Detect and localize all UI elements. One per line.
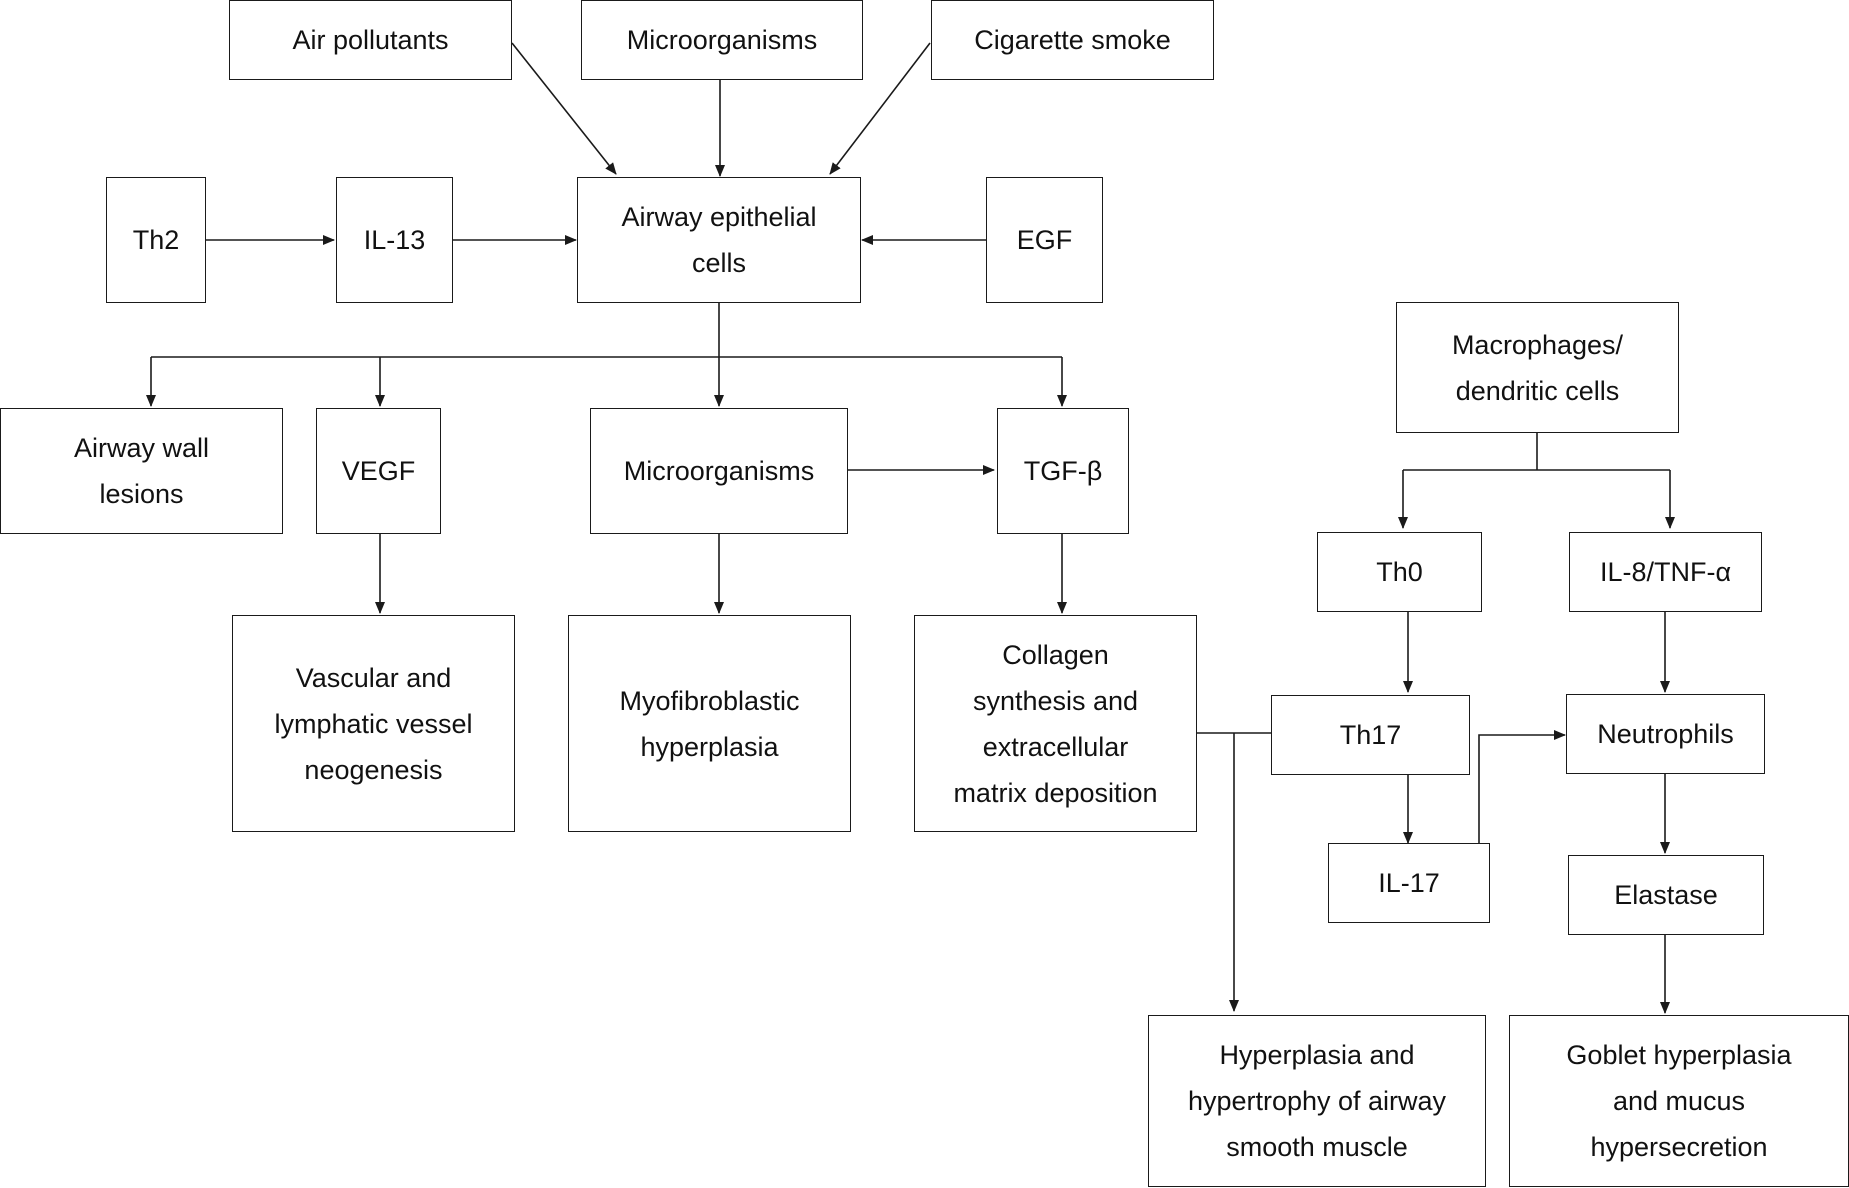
node-tgf-beta: TGF-β <box>997 408 1129 534</box>
node-th17: Th17 <box>1271 695 1470 775</box>
node-collagen-synthesis: Collagen synthesis and extracellular mat… <box>914 615 1197 832</box>
node-vascular-lymphatic-neogenesis: Vascular and lymphatic vessel neogenesis <box>232 615 515 832</box>
node-vegf: VEGF <box>316 408 441 534</box>
node-microorganisms-top: Microorganisms <box>581 0 863 80</box>
node-airway-epithelial-cells: Airway epithelial cells <box>577 177 861 303</box>
node-air-pollutants: Air pollutants <box>229 0 512 80</box>
node-goblet-hyperplasia: Goblet hyperplasia and mucus hypersecret… <box>1509 1015 1849 1187</box>
node-egf: EGF <box>986 177 1103 303</box>
node-myofibroblastic-hyperplasia: Myofibroblastic hyperplasia <box>568 615 851 832</box>
node-th0: Th0 <box>1317 532 1482 612</box>
node-smooth-muscle-hyperplasia: Hyperplasia and hypertrophy of airway sm… <box>1148 1015 1486 1187</box>
node-microorganisms-mid: Microorganisms <box>590 408 848 534</box>
node-il17: IL-17 <box>1328 843 1490 923</box>
arrow-airpollutants-to-epithelial <box>511 42 617 175</box>
arrow-il17-to-neutrophils <box>1478 730 1566 843</box>
node-elastase: Elastase <box>1568 855 1764 935</box>
node-th2: Th2 <box>106 177 206 303</box>
node-cigarette-smoke: Cigarette smoke <box>931 0 1214 80</box>
arrow-cigarettesmoke-to-epithelial <box>829 42 931 175</box>
node-macrophages-dendritic-cells: Macrophages/ dendritic cells <box>1396 302 1679 433</box>
node-airway-wall-lesions: Airway wall lesions <box>0 408 283 534</box>
node-il13: IL-13 <box>336 177 453 303</box>
node-neutrophils: Neutrophils <box>1566 694 1765 774</box>
node-il8-tnf-alpha: IL-8/TNF-α <box>1569 532 1762 612</box>
